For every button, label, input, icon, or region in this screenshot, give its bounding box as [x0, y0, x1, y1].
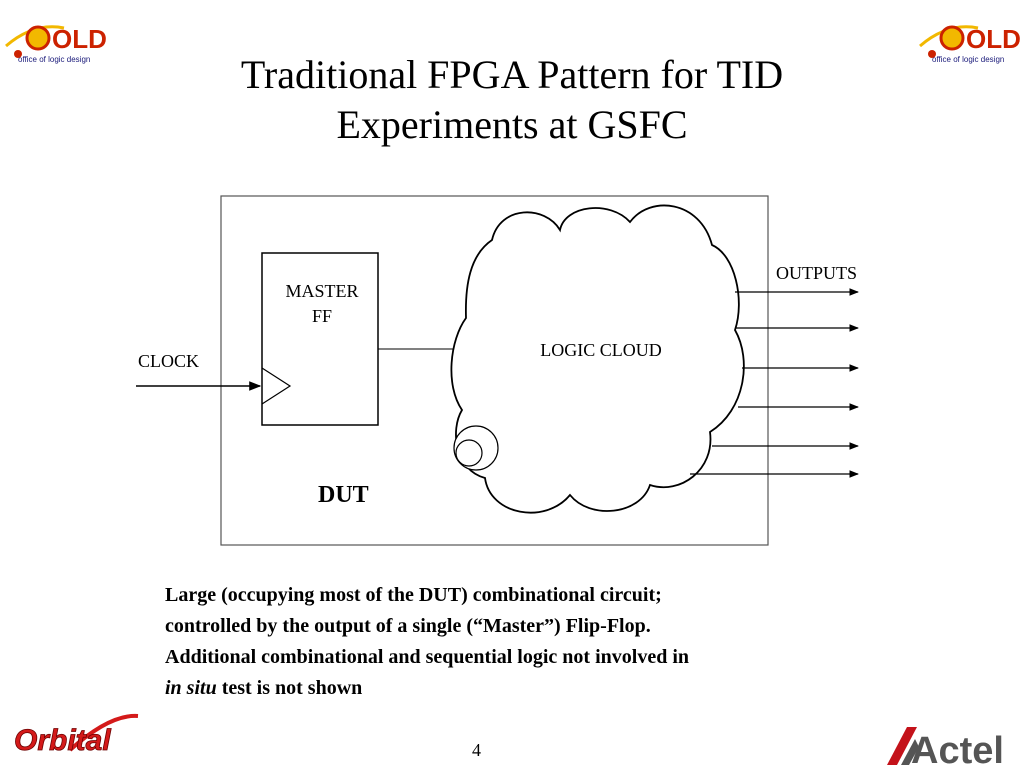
title-line-1: Traditional FPGA Pattern for TID: [240, 52, 784, 97]
old-logo-dot: [14, 50, 22, 58]
old-logo-subtext: office of logic design: [18, 55, 90, 64]
in-situ-italic: in situ: [165, 677, 217, 699]
slide-title: Traditional FPGA Pattern for TID Experim…: [112, 50, 912, 150]
feedback-loop-outer: [453, 425, 499, 471]
title-line-2: Experiments at GSFC: [336, 102, 688, 147]
description-line-4-rest: test is not shown: [216, 677, 363, 699]
actel-logo: Actel: [887, 727, 1004, 767]
old-logo-text: OLD: [966, 24, 1021, 54]
orbital-logo: Orbital: [14, 713, 139, 757]
description-line-4: in situ test is not shown: [165, 673, 885, 704]
clock-label: CLOCK: [138, 351, 199, 371]
description-line-3: Additional combinational and sequential …: [165, 646, 689, 668]
logic-cloud-label: LOGIC CLOUD: [540, 340, 662, 360]
dut-label: DUT: [318, 482, 369, 508]
old-logo-ball: [939, 25, 965, 51]
master-ff-label-1: MASTER: [285, 281, 358, 301]
master-ff-label-2: FF: [312, 306, 332, 326]
actel-stripe: [887, 727, 917, 765]
old-logo-subtext: office of logic design: [932, 55, 1004, 64]
old-logo-dot: [928, 50, 936, 58]
old-logo-right: OLD office of logic design: [919, 24, 1021, 64]
orbital-swoosh: [68, 713, 139, 752]
description-text: Large (occupying most of the DUT) combin…: [165, 580, 885, 704]
orbital-logo-text: Orbital: [14, 724, 111, 757]
actel-logo-text: Actel: [911, 730, 1004, 767]
actel-stripe-gray: [901, 739, 919, 765]
description-line-1: Large (occupying most of the DUT) combin…: [165, 584, 662, 606]
old-logo-left: OLD office of logic design: [5, 24, 107, 64]
master-ff-box: [261, 252, 379, 426]
dut-box: [220, 195, 769, 546]
logic-cloud: [450, 204, 745, 514]
old-logo-text: OLD: [52, 24, 107, 54]
old-logo-ball: [25, 25, 51, 51]
feedback-loop-inner: [455, 439, 483, 467]
description-line-2: controlled by the output of a single (“M…: [165, 615, 651, 637]
page-number: 4: [472, 740, 481, 760]
outputs-label: OUTPUTS: [776, 263, 857, 283]
clock-triangle: [261, 367, 292, 405]
